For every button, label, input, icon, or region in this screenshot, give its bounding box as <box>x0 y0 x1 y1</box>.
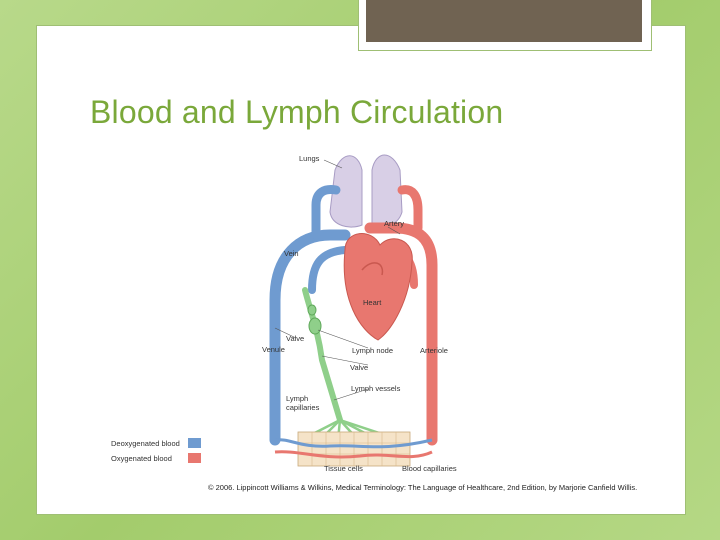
label-artery: Artery <box>384 219 404 228</box>
legend-label-deoxygenated: Deoxygenated blood <box>111 439 180 448</box>
label-valve-vein: Valve <box>286 334 304 343</box>
legend: Deoxygenated blood Oxygenated blood <box>111 438 201 463</box>
label-arteriole: Arteriole <box>420 346 448 355</box>
label-lymph-capillaries-line1: Lymph <box>286 394 308 403</box>
slide-title: Blood and Lymph Circulation <box>90 94 504 130</box>
heart-shape <box>343 233 413 341</box>
label-valve-lymph: Valve <box>350 363 368 372</box>
venous-loop <box>269 185 351 446</box>
lungs-shape <box>329 154 403 228</box>
label-vein: Vein <box>284 249 299 258</box>
label-lungs: Lungs <box>299 154 320 163</box>
title-tab-block <box>366 0 642 42</box>
label-lymph-vessels: Lymph vessels <box>351 384 401 393</box>
legend-swatch-deoxygenated <box>188 438 201 448</box>
label-tissue-cells: Tissue cells <box>324 464 363 473</box>
lymph-node <box>307 304 322 335</box>
credit-line: © 2006. Lippincott Williams & Wilkins, M… <box>208 483 638 492</box>
label-blood-capillaries: Blood capillaries <box>402 464 457 473</box>
label-heart: Heart <box>363 298 382 307</box>
label-lymph-capillaries-line2: capillaries <box>286 403 320 412</box>
label-venule: Venule <box>262 345 285 354</box>
capillary-bed <box>274 431 433 467</box>
legend-swatch-oxygenated <box>188 453 201 463</box>
legend-label-oxygenated: Oxygenated blood <box>111 454 172 463</box>
label-lymph-node: Lymph node <box>352 346 393 355</box>
